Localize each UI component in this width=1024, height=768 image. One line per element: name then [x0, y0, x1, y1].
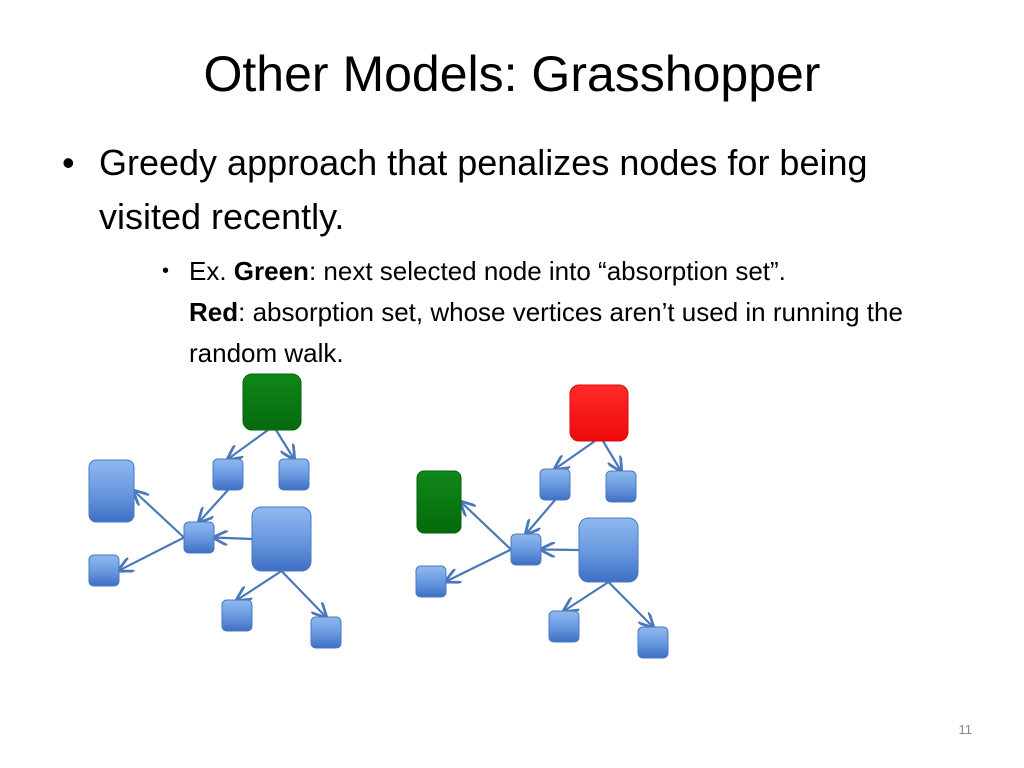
graph-after-node-center-small	[510, 533, 542, 566]
graph-after-node-right-large	[578, 517, 639, 583]
graph-before-edge	[280, 570, 327, 617]
graph-before-edge	[237, 570, 283, 600]
sub-bullet-prefix: Ex.	[189, 256, 234, 286]
graph-after-node-bottom-left-small	[415, 565, 447, 598]
graph-before-edge	[214, 538, 253, 540]
graph-after-node-mid-left-small	[539, 468, 571, 501]
main-bullet: • Greedy approach that penalizes nodes f…	[62, 136, 942, 244]
graph-before-edge	[119, 536, 185, 571]
graph-after-node-mid-right-small	[605, 470, 637, 503]
graph-before-edge	[199, 489, 229, 522]
graph-after-node-bottom-mid-small	[548, 610, 580, 643]
graph-before-node-mid-left-small	[212, 458, 244, 491]
sub-bullet-text: Ex. Green: next selected node into “abso…	[189, 251, 942, 374]
graph-before-edge	[134, 491, 185, 539]
graph-after-edge	[446, 548, 512, 582]
graph-before-node-mid-right-small	[278, 458, 310, 491]
graph-after-edge	[602, 440, 621, 471]
graph-after-edge	[564, 581, 610, 611]
red-description: : absorption set, whose vertices aren’t …	[189, 297, 903, 368]
bullet-dot-icon: •	[62, 142, 75, 183]
graph-before-edge	[275, 429, 294, 459]
green-term: Green	[233, 256, 309, 286]
graph-before-node-bottom-mid-small	[221, 599, 253, 632]
graph-after-node-top	[569, 384, 629, 442]
sub-bullet-dot-icon: •	[162, 260, 170, 282]
graph-before-node-center-small	[183, 521, 215, 554]
graph-after-edge	[607, 581, 654, 627]
graph-after-edge	[461, 502, 512, 551]
graph-before-node-left-large	[88, 459, 135, 523]
sub-bullet: • Ex. Green: next selected node into “ab…	[162, 251, 942, 374]
graph-before-node-top	[242, 373, 302, 431]
graph-before-edge	[228, 429, 269, 459]
slide-title: Other Models: Grasshopper	[203, 46, 821, 102]
graph-after-edge	[526, 499, 556, 534]
graph-before-node-right-large	[251, 506, 312, 572]
main-bullet-text: Greedy approach that penalizes nodes for…	[99, 142, 868, 237]
graph-after-edge	[541, 550, 580, 551]
graph-before-node-bottom-right-small	[310, 616, 342, 649]
red-term: Red	[189, 297, 239, 327]
graph-after-node-left-large	[416, 470, 462, 534]
green-description: : next selected node into “absorption se…	[308, 256, 786, 286]
graph-after-edge	[555, 440, 596, 469]
graph-after-node-bottom-right-small	[637, 626, 669, 659]
graph-before-node-bottom-left-small	[88, 554, 120, 587]
slide-number: 11	[958, 722, 973, 737]
